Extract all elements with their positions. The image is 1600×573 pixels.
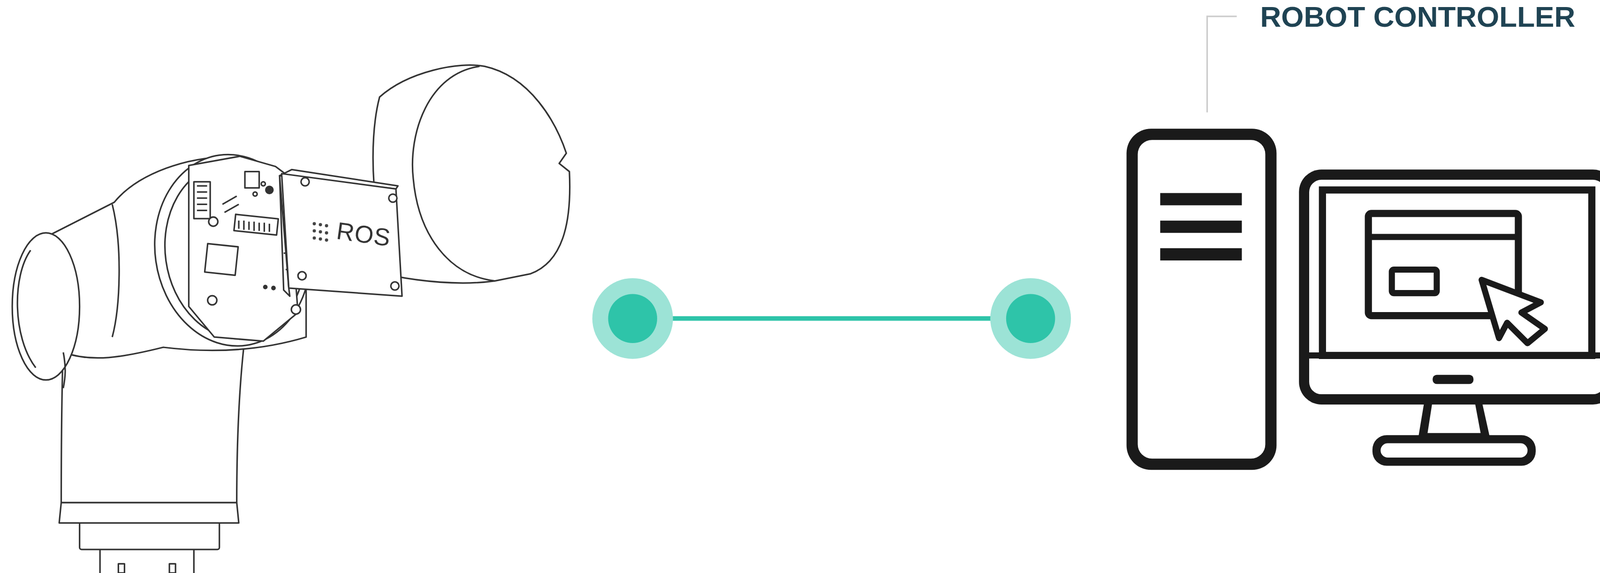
robot-arm [12, 65, 570, 573]
base-slot [118, 563, 125, 573]
lower-link [61, 336, 246, 503]
screw [301, 177, 310, 186]
screw [207, 295, 218, 305]
screw [297, 271, 306, 280]
base-ring [79, 520, 220, 550]
base-flange [59, 502, 239, 524]
connector-pins [197, 185, 208, 211]
computer-tower [1126, 128, 1277, 470]
screw [208, 217, 219, 227]
robot-arm-node: ROS [0, 51, 592, 573]
elbow-joint [12, 232, 80, 380]
endpoint-dot [1006, 294, 1055, 343]
endpoint-halo [990, 278, 1071, 359]
monitor [1298, 169, 1600, 466]
board-dot [272, 286, 276, 290]
housing-edge [112, 204, 120, 337]
base-slot [169, 563, 176, 573]
controller-heading: ROBOT CONTROLLER [1260, 0, 1576, 33]
screw [390, 281, 399, 290]
robot-controller-node: ROBOT CONTROLLER [1071, 0, 1600, 480]
board-dot [263, 285, 267, 289]
ros-logo-dots [312, 221, 329, 242]
end-cap-edge [412, 66, 495, 281]
screw [291, 304, 301, 315]
board-trace [222, 196, 239, 213]
board-connector [193, 181, 211, 219]
board-dot [265, 186, 273, 194]
board-dot [261, 181, 266, 186]
connection-line [632, 316, 1031, 321]
elbow-edge [63, 352, 66, 388]
endpoint-dot [608, 294, 658, 343]
connector-group [592, 278, 1071, 359]
robot-base [99, 547, 194, 573]
elbow-edge [17, 250, 36, 368]
end-cap [372, 65, 570, 283]
chip [204, 243, 238, 275]
endpoint-halo [592, 278, 674, 359]
chip [244, 171, 259, 189]
module-label: ROS [334, 217, 393, 252]
ribbon-connector [234, 214, 279, 236]
board-dot [252, 191, 258, 197]
screw [388, 194, 397, 203]
ribbon-pins [238, 220, 270, 232]
leader-line [1206, 16, 1237, 113]
ros-module [281, 173, 402, 296]
